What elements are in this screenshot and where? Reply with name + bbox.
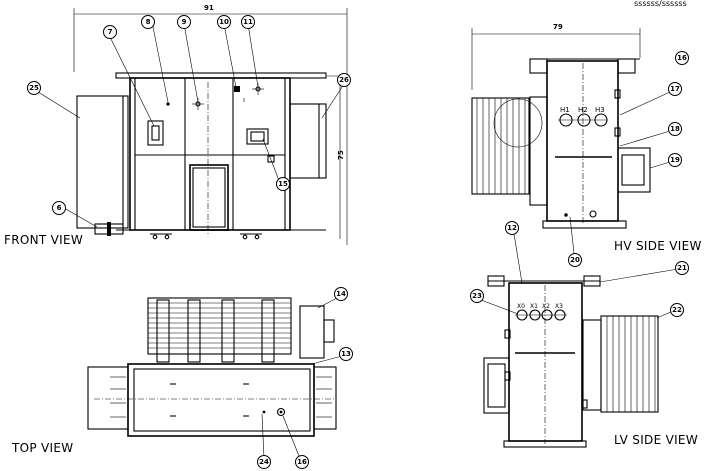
svg-text:8: 8 bbox=[146, 18, 151, 26]
callout-20: 20 bbox=[568, 253, 582, 267]
svg-text:13: 13 bbox=[341, 350, 351, 358]
callout-6: 6 bbox=[52, 201, 66, 215]
svg-text:14: 14 bbox=[336, 290, 346, 298]
callout-21: 21 bbox=[675, 261, 689, 275]
svg-text:24: 24 bbox=[259, 458, 269, 466]
svg-text:7: 7 bbox=[108, 28, 113, 36]
svg-text:17: 17 bbox=[670, 85, 680, 93]
front-view-leaders bbox=[37, 21, 345, 228]
svg-text:12: 12 bbox=[507, 224, 517, 232]
svg-text:16: 16 bbox=[677, 54, 687, 62]
lv-side-view: X0 X1 X2 X3 bbox=[483, 275, 659, 448]
callout-26: 26 bbox=[337, 73, 351, 87]
svg-text:16: 16 bbox=[297, 458, 307, 466]
hv-bushing-h3: H3 bbox=[595, 106, 605, 114]
callout-8: 8 bbox=[141, 15, 155, 29]
callout-9: 9 bbox=[177, 15, 191, 29]
svg-text:6: 6 bbox=[57, 204, 62, 212]
callout-13: 13 bbox=[339, 347, 353, 361]
svg-text:15: 15 bbox=[278, 180, 288, 188]
callout-25: 25 bbox=[27, 81, 41, 95]
hv-side-leaders bbox=[569, 91, 671, 254]
callout-19: 19 bbox=[668, 153, 682, 167]
callout-23: 23 bbox=[470, 289, 484, 303]
svg-text:19: 19 bbox=[670, 156, 680, 164]
svg-text:21: 21 bbox=[677, 264, 687, 272]
lv-side-leaders bbox=[480, 233, 679, 319]
front-view: 91 75 bbox=[73, 4, 350, 245]
svg-text:25: 25 bbox=[29, 84, 39, 92]
callout-12: 12 bbox=[505, 221, 519, 235]
header-fragment-text: ssssss/ssssss bbox=[634, 0, 687, 8]
hv-width-dimension: 79 bbox=[553, 23, 563, 31]
lv-bushing-x2: X2 bbox=[542, 303, 550, 310]
svg-text:9: 9 bbox=[182, 18, 187, 26]
top-view-leaders bbox=[261, 297, 343, 462]
hv-bushing-h1: H1 bbox=[560, 106, 570, 114]
callout-24: 24 bbox=[257, 455, 271, 469]
svg-text:23: 23 bbox=[472, 292, 482, 300]
lv-bushing-x3: X3 bbox=[555, 303, 563, 310]
svg-text:10: 10 bbox=[219, 18, 229, 26]
hv-side-view: 79 H1 H2 H3 bbox=[471, 23, 651, 229]
svg-text:18: 18 bbox=[670, 125, 680, 133]
lv-bushing-x1: X1 bbox=[530, 303, 538, 310]
front-view-label: FRONT VIEW bbox=[4, 233, 83, 247]
top-view bbox=[87, 297, 337, 437]
hv-side-view-label: HV SIDE VIEW bbox=[614, 239, 702, 253]
top-view-label: TOP VIEW bbox=[11, 441, 73, 455]
hv-bushing-h2: H2 bbox=[578, 106, 588, 114]
callout-16-top: 16 bbox=[295, 455, 309, 469]
callout-10: 10 bbox=[217, 15, 231, 29]
callout-7: 7 bbox=[103, 25, 117, 39]
callout-18: 18 bbox=[668, 122, 682, 136]
front-height-dimension: 75 bbox=[337, 150, 345, 160]
svg-text:26: 26 bbox=[339, 76, 349, 84]
lv-bushing-x0: X0 bbox=[517, 303, 525, 310]
lv-side-view-label: LV SIDE VIEW bbox=[614, 433, 698, 447]
top-view-radiator bbox=[147, 297, 292, 363]
front-width-dimension: 91 bbox=[204, 4, 214, 12]
svg-text:20: 20 bbox=[570, 256, 580, 264]
callout-17: 17 bbox=[668, 82, 682, 96]
callout-14: 14 bbox=[334, 287, 348, 301]
callout-11: 11 bbox=[241, 15, 255, 29]
svg-text:11: 11 bbox=[243, 18, 253, 26]
svg-text:22: 22 bbox=[672, 306, 682, 314]
callout-16-hv: 16 bbox=[675, 51, 689, 65]
callout-22: 22 bbox=[670, 303, 684, 317]
callout-15: 15 bbox=[276, 177, 290, 191]
